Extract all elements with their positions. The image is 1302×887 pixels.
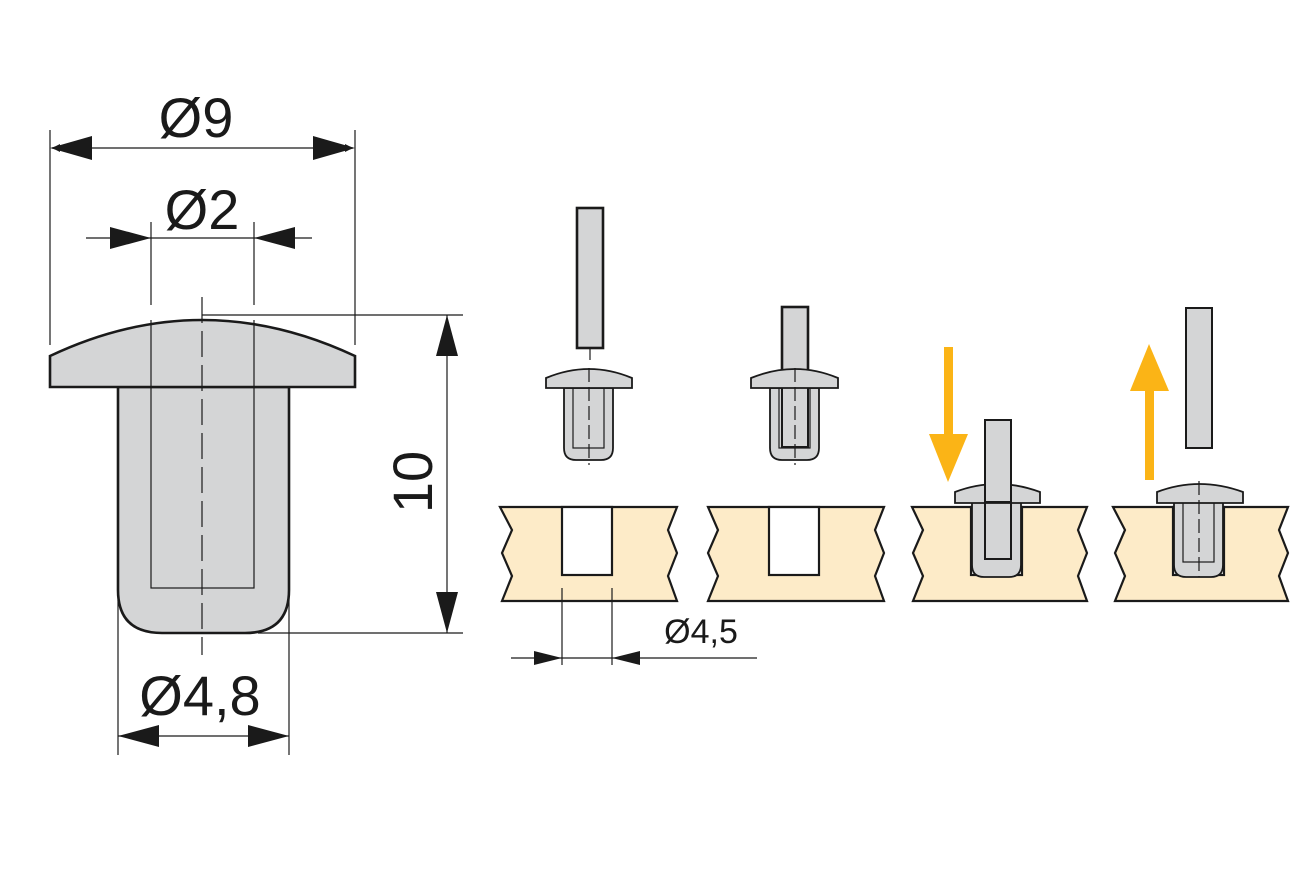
- step-4-remove-pin: [1130, 307, 1244, 578]
- step-1-pin-above-plug: [545, 206, 633, 465]
- bore-diameter-label: Ø2: [165, 178, 240, 241]
- wood-board-2: [706, 505, 886, 603]
- drilled-hole: [560, 505, 614, 577]
- arrow-up-icon: [1130, 344, 1169, 480]
- height-label: 10: [381, 451, 444, 513]
- head-diameter-label: Ø9: [159, 86, 234, 149]
- small-plug: [563, 387, 614, 461]
- plug-detail-view: [48, 297, 357, 655]
- dimension-hole-diameter: Ø4,5: [511, 588, 757, 665]
- dimension-shank-diameter: Ø4,8: [117, 600, 290, 755]
- hole-diameter-label: Ø4,5: [664, 613, 738, 651]
- dimension-height: 10: [202, 314, 463, 634]
- shank-diameter-label: Ø4,8: [139, 664, 260, 727]
- step-3-press-into-hole: [929, 347, 1041, 578]
- drilled-hole: [767, 505, 821, 577]
- step-2-pin-in-plug: [750, 305, 839, 465]
- dimension-head-diameter: Ø9: [49, 86, 356, 345]
- dimension-bore-diameter: Ø2: [86, 178, 312, 305]
- wood-board-1: [498, 505, 679, 603]
- mounting-pin: [575, 206, 605, 350]
- mounting-pin: [1185, 307, 1213, 449]
- plug-shank: [116, 385, 291, 635]
- arrow-down-icon: [929, 347, 968, 482]
